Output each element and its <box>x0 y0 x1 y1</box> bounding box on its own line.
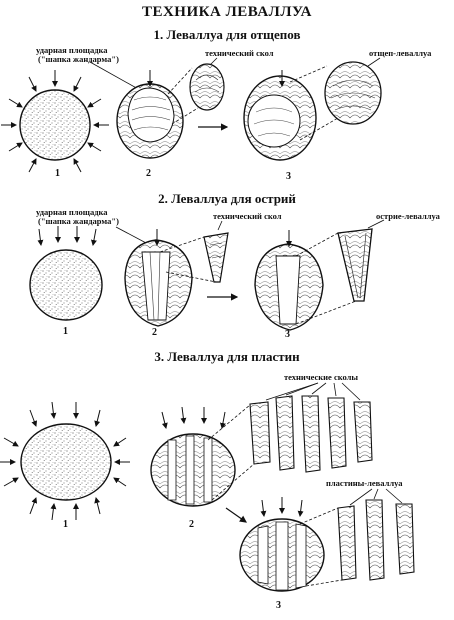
s2-tech-flake-label: технический скол <box>213 211 282 221</box>
s2-prepared-core <box>125 229 192 326</box>
s2-technical-flake <box>204 233 228 282</box>
s2-platform-label-line1: ударная площадка <box>36 207 108 217</box>
s2-platform-label-line2: ("шапка жандарма") <box>38 216 119 226</box>
s1-stage-3: 3 <box>286 171 291 182</box>
s2-struck-core <box>255 230 323 330</box>
s3-nodule-strike-arrows <box>0 402 130 520</box>
s2-product-leader <box>368 220 384 228</box>
s1-technical-flake <box>190 64 224 110</box>
s3-stage-1: 1 <box>63 519 68 530</box>
s1-prepared-core <box>117 70 183 158</box>
s3-tech-flakes-leaders <box>266 383 360 400</box>
s2-product-label: острие-леваллуа <box>376 211 440 221</box>
s3-struck-core <box>240 497 324 591</box>
s2-stage-3: 3 <box>285 329 290 340</box>
section-2-heading: 2. Леваллуа для острий <box>158 191 296 206</box>
s3-stage-3: 3 <box>276 600 281 611</box>
s3-levallois-blades <box>338 500 414 580</box>
s2-nodule <box>30 226 102 320</box>
s3-technical-flakes <box>250 396 372 472</box>
s1-nodule <box>1 70 109 172</box>
s3-nodule <box>0 402 130 520</box>
s1-platform-label-line2: ("шапка жандарма") <box>38 54 119 64</box>
section-3-heading: 3. Леваллуа для пластин <box>154 349 300 364</box>
s3-process-arrow <box>226 508 247 523</box>
s1-stage-1: 1 <box>55 168 60 179</box>
s1-platform-leader <box>90 62 140 90</box>
s1-tech-flake-leader <box>210 58 217 65</box>
s2-tech-flake-guides <box>160 237 216 282</box>
s2-levallois-point <box>338 229 372 301</box>
s2-nodule-strike-arrows <box>37 226 97 246</box>
s3-blades-guides <box>300 508 342 586</box>
s1-tech-flake-label: технический скол <box>205 48 274 58</box>
s2-product-guides <box>296 233 356 324</box>
s2-tech-flake-leader <box>218 221 222 230</box>
s1-product-guides <box>290 66 338 140</box>
s3-blades-leaders <box>350 489 402 505</box>
s2-stage-1: 1 <box>63 326 68 337</box>
s1-stage-2: 2 <box>146 168 151 179</box>
section-1-heading: 1. Леваллуа для отщепов <box>153 27 301 42</box>
figure-title: ТЕХНИКА ЛЕВАЛЛУА <box>141 4 313 20</box>
s1-product-label: отщеп-леваллуа <box>369 48 432 58</box>
s3-tech-flakes-guides <box>208 405 254 500</box>
s3-prepared-core <box>151 407 235 506</box>
s3-struck-core-arrows <box>260 497 304 517</box>
s2-platform-leader <box>116 227 148 244</box>
s3-stage-2: 2 <box>189 519 194 530</box>
s1-levallois-flake <box>325 62 381 124</box>
s1-nodule-strike-arrows <box>1 70 109 172</box>
s3-tech-flakes-label: технические сколы <box>284 372 359 382</box>
s1-struck-core <box>244 70 316 160</box>
s2-stage-2: 2 <box>152 327 157 338</box>
s1-tech-flake-guides <box>168 68 198 124</box>
s3-product-label: пластины-леваллуа <box>326 478 403 488</box>
s1-platform-label-line1: ударная площадка <box>36 45 108 55</box>
s1-product-leader <box>368 58 380 66</box>
s3-core-strike-arrows <box>162 407 226 429</box>
